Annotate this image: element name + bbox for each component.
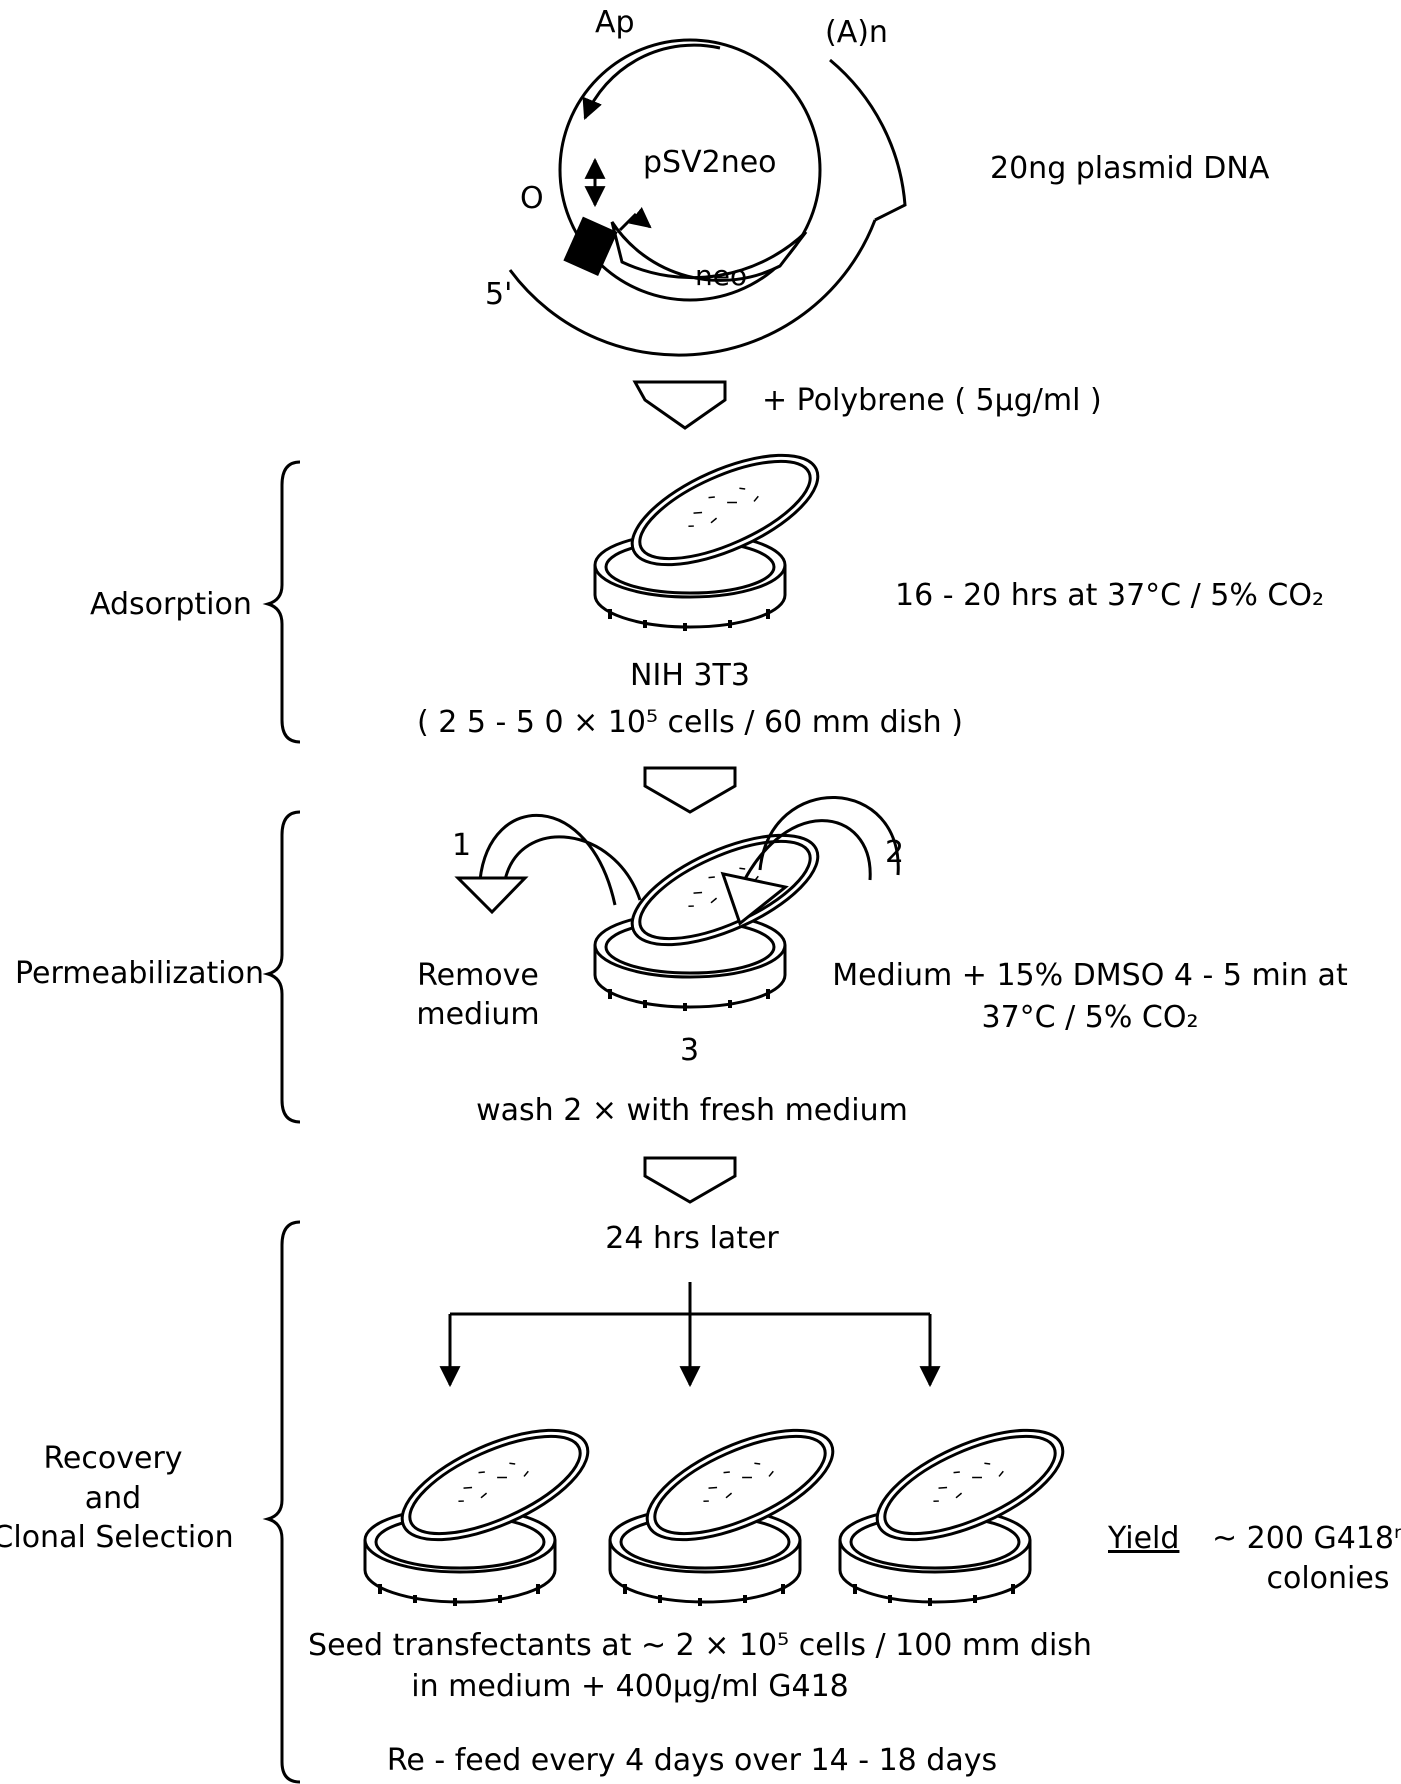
remove-medium-line2: medium	[416, 997, 539, 1032]
permeabilization-dish	[593, 810, 835, 1013]
remove-medium-arrow	[478, 814, 617, 906]
permeabilization-stage-label: Permeabilization	[15, 956, 264, 991]
selection-dish-3	[838, 1405, 1080, 1608]
recovery-stage-line2: and	[85, 1481, 141, 1516]
promoter-block	[563, 216, 618, 276]
polybrene-label: + Polybrene ( 5μg/ml )	[762, 383, 1102, 418]
step-1-label: 1	[452, 828, 471, 863]
remove-medium-arrow-inner	[503, 835, 642, 901]
recovery-bracket	[262, 1220, 301, 1784]
neo-label: neo	[695, 259, 747, 292]
yield-value: ~ 200 G418ʳ	[1212, 1521, 1401, 1556]
ap-label: Ap	[595, 5, 635, 40]
wash-label: wash 2 × with fresh medium	[476, 1093, 908, 1128]
selection-dish-1	[363, 1405, 605, 1608]
recovery-stage-line1: Recovery	[43, 1441, 182, 1476]
flow-arrow-2	[643, 766, 737, 814]
cell-density-label: ( 2 5 - 5 0 × 10⁵ cells / 60 mm dish )	[417, 705, 963, 740]
permeabilization-bracket	[262, 810, 301, 1124]
plasmid-circle	[558, 38, 822, 302]
remove-medium-line1: Remove	[417, 958, 539, 993]
recovery-stage-line3: Clonal Selection	[0, 1520, 234, 1555]
polya-label: (A)n	[825, 15, 888, 50]
refeed-label: Re - feed every 4 days over 14 - 18 days	[387, 1743, 997, 1778]
selection-dish-2	[608, 1405, 850, 1608]
neo-gene-box	[610, 221, 808, 282]
adsorption-bracket	[262, 460, 301, 744]
plasmid-name: pSV2neo	[643, 145, 777, 180]
yield-unit: colonies	[1267, 1561, 1390, 1596]
seed-line1: Seed transfectants at ~ 2 × 10⁵ cells / …	[308, 1628, 1092, 1663]
dmso-condition-line2: 37°C / 5% CO₂	[981, 1000, 1198, 1035]
mrna-arc	[508, 219, 877, 357]
plasmid-map: Ap (A)n pSV2neo O 5' neo 20ng plasmid DN…	[485, 5, 1270, 357]
add-dmso-arrowhead	[720, 871, 789, 926]
flow-arrow-3	[643, 1156, 737, 1204]
ap-gene-arrow	[582, 43, 721, 120]
dmso-condition-line1: Medium + 15% DMSO 4 - 5 min at	[832, 958, 1348, 993]
adsorption-dish	[593, 430, 835, 633]
seed-line2: in medium + 400μg/ml G418	[411, 1669, 849, 1704]
adsorption-condition: 16 - 20 hrs at 37°C / 5% CO₂	[895, 578, 1324, 613]
remove-medium-arrowhead	[454, 876, 529, 915]
flow-arrow-1	[632, 380, 727, 430]
add-dmso-arrow-outer	[758, 796, 900, 876]
transcript-start-arrow	[618, 206, 652, 232]
plasmid-amount: 20ng plasmid DNA	[990, 151, 1270, 186]
ori-label: O	[520, 181, 544, 216]
adsorption-stage-label: Adsorption	[90, 587, 252, 622]
step-3-label: 3	[680, 1033, 699, 1068]
step-2-label: 2	[885, 835, 904, 870]
mrna-arc-tail	[829, 58, 907, 222]
cell-line-label: NIH 3T3	[630, 658, 750, 693]
later-label: 24 hrs later	[605, 1221, 779, 1256]
add-dmso-arrow	[733, 819, 872, 901]
yield-label: Yield	[1107, 1521, 1179, 1556]
five-prime-label: 5'	[485, 277, 512, 312]
